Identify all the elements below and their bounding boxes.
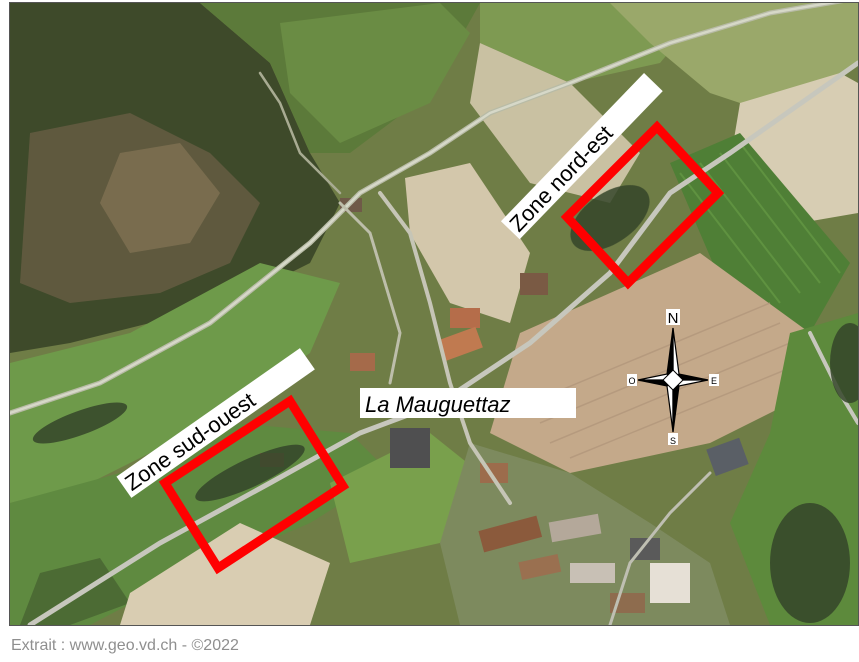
compass-east: E <box>711 376 717 386</box>
tree-lines <box>32 185 858 623</box>
compass-north: N <box>668 310 679 327</box>
zone-sud-ouest-outline[interactable] <box>158 394 350 575</box>
place-label: La Mauguettaz <box>365 392 511 417</box>
map-credit: Extrait : www.geo.vd.ch - ©2022 <box>11 637 239 654</box>
field-brown-furrows <box>529 302 791 459</box>
village-buildings <box>260 198 749 613</box>
clearing-patch <box>100 143 220 253</box>
field-top <box>280 3 470 143</box>
aerial-map: Zone nord-est Zone sud-ouest La Mauguett… <box>10 3 858 625</box>
field-top-right <box>610 3 858 113</box>
field-tan-middle <box>405 163 530 323</box>
meadow-center <box>330 433 480 563</box>
compass-rose: N S E O <box>627 309 719 446</box>
field-dark-small <box>20 558 130 625</box>
zone-nord-est-outline[interactable] <box>560 120 725 290</box>
map-frame: Zone nord-est Zone sud-ouest La Mauguett… <box>9 2 859 626</box>
compass-south: S <box>670 436 676 446</box>
field-tan-top <box>470 43 640 203</box>
place-label-group: La Mauguettaz <box>360 388 576 418</box>
meadow-left <box>10 263 340 503</box>
field-stripes <box>679 142 841 304</box>
compass-west: O <box>628 376 635 386</box>
field-tan-bottom <box>120 523 330 625</box>
